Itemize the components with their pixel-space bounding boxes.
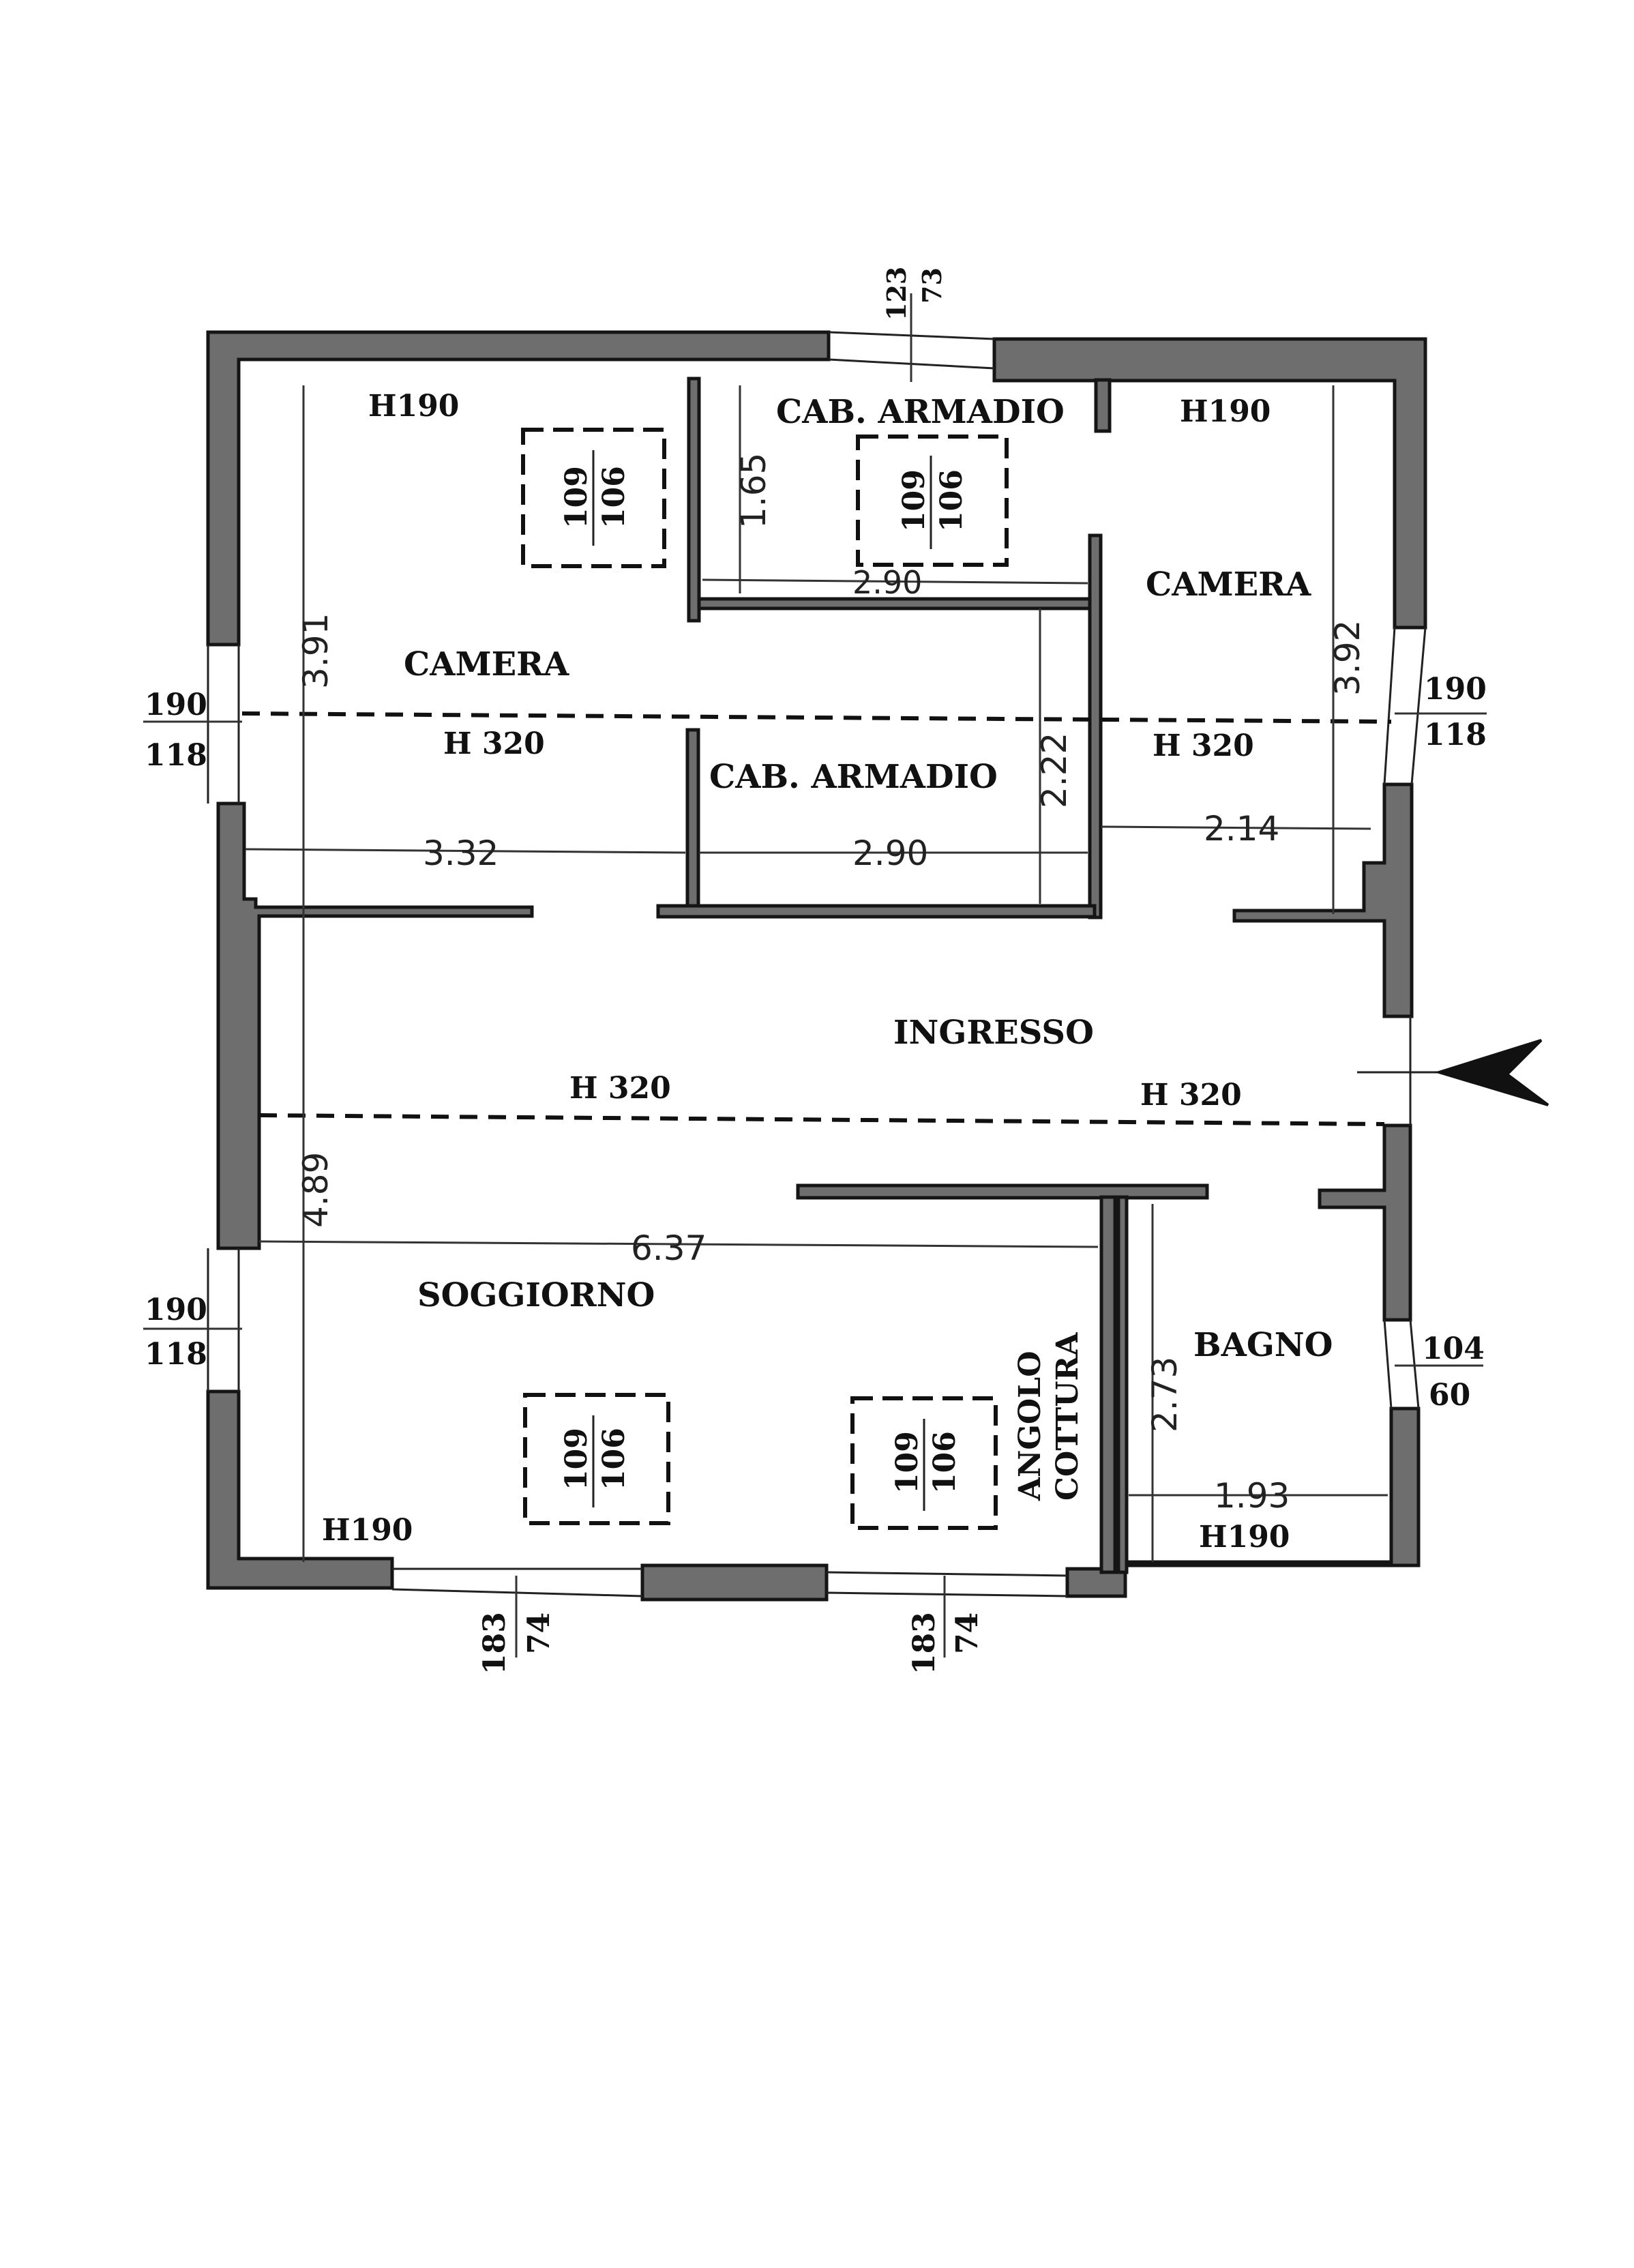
window-left-lower-b: 118 (145, 1337, 207, 1372)
height-label-camera-left: H 320 (443, 726, 545, 761)
wall-cab-mid-left (685, 728, 700, 916)
skylight-sogg-left-a: 109 (559, 1428, 594, 1490)
skylight-camera-a: 109 (559, 466, 594, 529)
dim-label-214: 2.14 (1204, 809, 1279, 849)
dimension-lines (245, 385, 1388, 1562)
skylight-box-soggiorno-left (523, 1393, 670, 1525)
window-bottom-left-b: 74 (522, 1612, 556, 1654)
height-label-ingresso-right: H 320 (1140, 1078, 1242, 1113)
room-label-angolo: ANGOLO (1013, 1351, 1048, 1501)
room-label-cottura: COTTURA (1050, 1332, 1085, 1501)
dim-label-273: 2.73 (1145, 1357, 1185, 1432)
wall-cab-top-left (687, 377, 701, 623)
wall-bottom-mid (640, 1563, 829, 1602)
dim-label-391: 3.91 (296, 613, 336, 689)
wall-cab-right (1088, 533, 1103, 919)
wall-left-upper (216, 801, 534, 1250)
dim-label-165: 1.65 (734, 453, 773, 529)
skylight-box-cab-armadio (856, 435, 1009, 567)
entrance-arrow-icon (1357, 1039, 1549, 1106)
wall-top-stub (1094, 378, 1112, 433)
window-right-upper-b: 118 (1424, 718, 1487, 752)
room-label-camera-right: CAMERA (1146, 565, 1311, 604)
skylight-sogg-right-a: 109 (890, 1431, 925, 1494)
section-line-upper (241, 711, 1392, 724)
skylight-camera-b: 106 (597, 466, 632, 529)
wall-right-upper (1232, 782, 1414, 1018)
section-line-lower (258, 1113, 1385, 1126)
skylight-sogg-left-b: 106 (597, 1428, 632, 1490)
wall-cab-mid-bottom (656, 904, 1097, 919)
skylight-label-cab-armadio: 109 106 (897, 456, 969, 549)
height-label-ingresso-left: H 320 (569, 1071, 671, 1106)
room-label-bagno: BAGNO (1193, 1326, 1333, 1364)
wall-left-lower (206, 1389, 394, 1590)
skylight-box-soggiorno-right (850, 1396, 998, 1530)
skylight-cab-b: 106 (934, 469, 969, 532)
window-bottom-left-a: 183 (477, 1612, 512, 1675)
skylights (521, 428, 1009, 1530)
window-top-b: 73 (917, 267, 947, 304)
wall-kitchen-top (796, 1183, 1209, 1200)
window-left-upper-a: 190 (145, 688, 207, 722)
wall-kitchen-right (1099, 1195, 1117, 1574)
window-right-lower-a: 104 (1422, 1331, 1485, 1366)
dim-label-290-mid: 2.90 (852, 834, 928, 873)
wall-bath-left (1116, 1195, 1129, 1574)
wall-right-mid (1318, 1123, 1412, 1322)
height-label-soggiorno: H190 (322, 1513, 413, 1548)
dim-label-489: 4.89 (296, 1152, 336, 1228)
dim-label-290-top: 2.90 (852, 564, 922, 601)
skylight-label-camera: 109 106 (559, 450, 632, 546)
height-label-camera-right: H 320 (1153, 728, 1254, 763)
window-bottom-right-a: 183 (907, 1612, 942, 1675)
height-label-top-left: H190 (368, 389, 459, 424)
window-right-lower-b: 60 (1429, 1378, 1470, 1413)
dim-label-222: 2.22 (1035, 733, 1074, 808)
dim-label-332: 3.32 (423, 834, 499, 873)
skylight-label-soggiorno-left: 109 106 (559, 1415, 632, 1507)
skylight-label-soggiorno-right: 109 106 (890, 1419, 962, 1511)
walls (206, 330, 1427, 1602)
room-label-cab-armadio-mid: CAB. ARMADIO (709, 758, 998, 796)
window-left-upper-b: 118 (145, 738, 207, 773)
skylight-sogg-right-b: 106 (927, 1431, 962, 1494)
room-label-cab-armadio-top: CAB. ARMADIO (776, 393, 1065, 431)
window-lines (207, 331, 1427, 1597)
window-callout-lines (143, 293, 1487, 1658)
dim-label-193: 1.93 (1214, 1476, 1290, 1516)
window-right-upper-a: 190 (1424, 672, 1487, 707)
room-label-ingresso: INGRESSO (893, 1014, 1094, 1052)
window-left-lower-a: 190 (145, 1293, 207, 1327)
dim-label-392: 3.92 (1328, 620, 1367, 696)
room-label-soggiorno: SOGGIORNO (417, 1276, 655, 1314)
height-label-top-right: H190 (1180, 394, 1271, 429)
skylight-cab-a: 109 (897, 469, 932, 532)
dim-label-637: 6.37 (631, 1228, 707, 1268)
room-label-camera-left: CAMERA (404, 645, 569, 683)
window-bottom-right-b: 74 (950, 1612, 985, 1654)
skylight-box-camera (521, 428, 666, 568)
height-label-bagno: H190 (1199, 1520, 1290, 1555)
window-top-a: 123 (881, 267, 912, 321)
